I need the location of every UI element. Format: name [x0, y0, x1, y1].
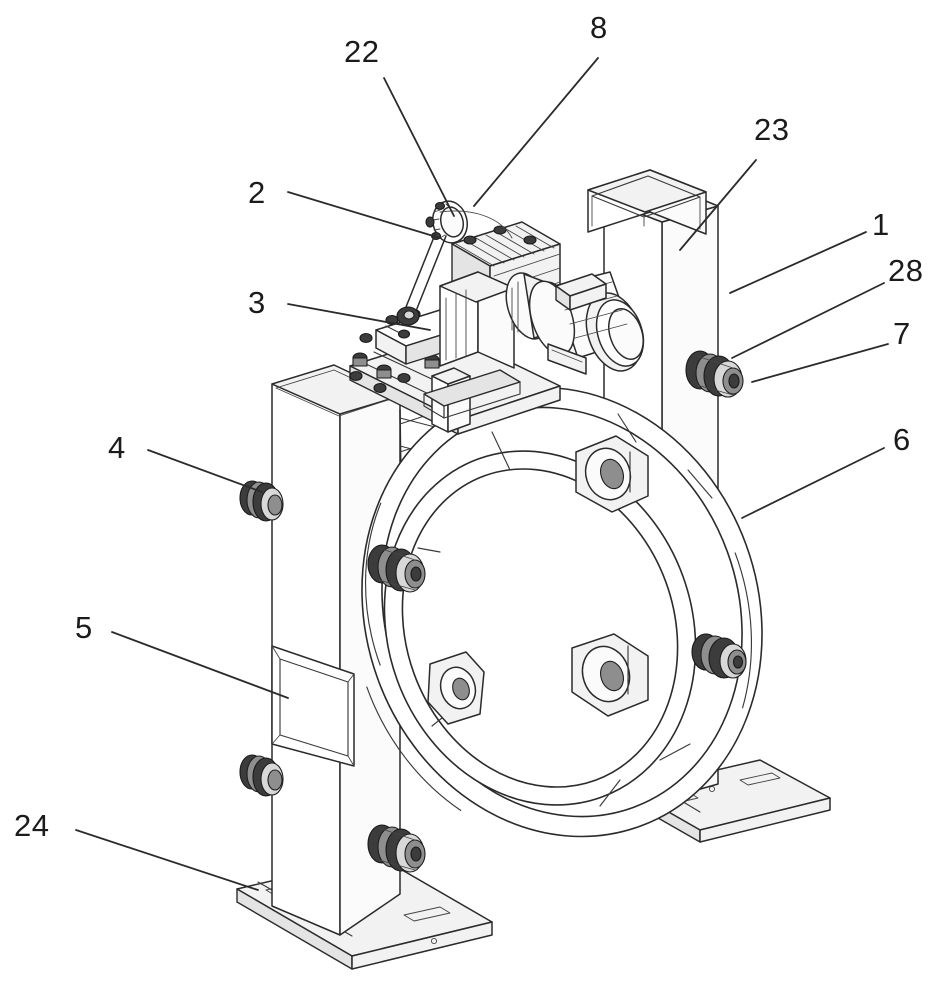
access-window-panel — [271, 645, 355, 767]
ring-clamp-block-bottom — [571, 633, 649, 717]
ring-clamp-block-top — [575, 435, 649, 513]
roller-bearing-right-lower — [691, 633, 747, 679]
callout-7: 7 — [893, 316, 911, 351]
leader-line-23 — [679, 159, 757, 251]
callout-4: 4 — [108, 430, 126, 465]
electric-motor — [528, 271, 645, 375]
roller-bearing-left-upper — [239, 480, 284, 522]
leader-line-28 — [731, 282, 885, 359]
callout-28: 28 — [888, 253, 924, 288]
leader-line-7 — [751, 343, 889, 383]
leader-line-5 — [111, 631, 289, 699]
roller-bearing-right-upper — [685, 350, 744, 398]
callout-6: 6 — [893, 422, 911, 457]
drive-belt — [439, 210, 513, 239]
roller-bearing-left-lower — [239, 754, 284, 797]
ring-clamp-block-left — [427, 651, 485, 725]
callout-8: 8 — [590, 10, 608, 45]
leader-line-4 — [147, 449, 263, 493]
roller-bearing-bottom-left — [367, 824, 426, 873]
leader-line-22 — [383, 77, 455, 217]
subframe-bolts — [349, 370, 411, 394]
callout-5: 5 — [75, 610, 93, 645]
top-frame-crossmember — [587, 169, 707, 235]
leader-line-3 — [287, 303, 431, 331]
leader-line-6 — [741, 447, 885, 519]
leader-line-24 — [75, 829, 259, 891]
roller-bearing-mid-left — [367, 544, 426, 593]
leader-line-2 — [287, 191, 441, 239]
leader-line-group — [75, 57, 889, 891]
motor-support-post — [423, 367, 521, 433]
callout-1: 1 — [872, 207, 890, 242]
leader-line-8 — [473, 57, 599, 207]
callout-23: 23 — [754, 112, 790, 147]
callout-3: 3 — [248, 285, 266, 320]
callout-22: 22 — [344, 34, 380, 69]
tensioner-arm — [396, 231, 447, 326]
leader-line-1 — [729, 231, 867, 294]
callout-24: 24 — [14, 808, 50, 843]
callout-2: 2 — [248, 175, 266, 210]
